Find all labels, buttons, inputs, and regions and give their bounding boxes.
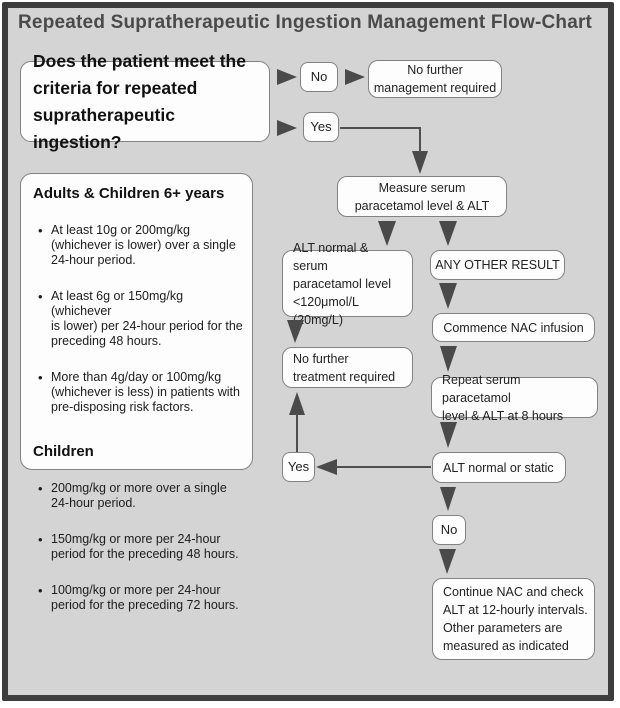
node-commence-nac: Commence NAC infusion — [432, 313, 595, 342]
node-repeat-serum: Repeat serum paracetamol level & ALT at … — [431, 373, 598, 423]
criteria-bullet: At least 6g or 150mg/kg (whichever is lo… — [33, 289, 246, 349]
criteria-children-header: Children — [33, 443, 94, 460]
criteria-bullet: 200mg/kg or more over a single 24-hour p… — [33, 481, 246, 511]
node-continue-nac: Continue NAC and check ALT at 12-hourly … — [432, 578, 595, 660]
page-title: Repeated Supratherapeutic Ingestion Mana… — [18, 12, 593, 33]
criteria-adults-header: Adults & Children 6+ years — [33, 185, 225, 202]
node-yes-top: Yes — [303, 112, 339, 142]
node-question: Does the patient meet the criteria for r… — [20, 51, 270, 152]
node-no-branch: No — [432, 515, 466, 545]
node-no-further-management: No further management required — [368, 60, 502, 98]
criteria-bullet: 150mg/kg or more per 24-hour period for … — [33, 532, 246, 562]
criteria-bullet: 100mg/kg or more per 24-hour period for … — [33, 583, 246, 613]
node-any-other-result: ANY OTHER RESULT — [430, 250, 565, 280]
criteria-panel: Adults & Children 6+ years At least 10g … — [20, 173, 253, 612]
node-alt-normal-level: ALT normal & serum paracetamol level <12… — [282, 241, 413, 327]
criteria-adults-list: At least 10g or 200mg/kg (whichever is l… — [33, 208, 246, 436]
node-alt-normal-static: ALT normal or static — [432, 452, 566, 483]
node-measure-serum: Measure serum paracetamol level & ALT — [337, 176, 507, 217]
node-no-further-treatment: No further treatment required — [282, 347, 413, 388]
node-no-top: No — [300, 62, 338, 92]
node-yes-loop: Yes — [282, 452, 315, 482]
criteria-children-list: 200mg/kg or more over a single 24-hour p… — [33, 466, 246, 634]
criteria-bullet: At least 10g or 200mg/kg (whichever is l… — [33, 223, 246, 268]
criteria-bullet: More than 4g/day or 100mg/kg (whichever … — [33, 370, 246, 415]
